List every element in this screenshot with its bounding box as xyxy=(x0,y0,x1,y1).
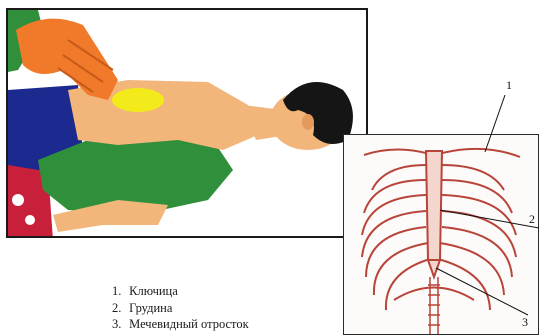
legend: 1. Ключица 2. Грудина 3. Мечевидный отро… xyxy=(112,283,249,333)
cpr-scene xyxy=(8,10,368,238)
rib-right-6 xyxy=(440,243,504,295)
mat-hole-1 xyxy=(12,194,24,206)
legend-item-sternum: 2. Грудина xyxy=(112,300,249,317)
rib-left-1 xyxy=(372,165,426,190)
legend-item-xiphoid: 3. Мечевидный отросток xyxy=(112,316,249,333)
callout-number-3: 3 xyxy=(522,315,528,330)
cpr-illustration xyxy=(6,8,368,238)
sternum xyxy=(426,151,442,260)
spine xyxy=(428,277,440,335)
rib-left-5 xyxy=(366,227,426,277)
legend-label: Мечевидный отросток xyxy=(129,317,249,331)
rib-left-7 xyxy=(386,259,430,310)
legend-number: 3. xyxy=(112,316,126,333)
rib-right-7 xyxy=(438,259,490,310)
rib-right-5 xyxy=(442,227,512,277)
patient-ear xyxy=(302,114,314,130)
legend-label: Ключица xyxy=(129,284,178,298)
hand-placement-area xyxy=(112,88,164,112)
left-clavicle xyxy=(364,149,426,155)
costal-arch xyxy=(394,288,474,301)
legend-item-clavicle: 1. Ключица xyxy=(112,283,249,300)
ribcage-illustration xyxy=(343,134,539,335)
callout-number-2: 2 xyxy=(529,212,535,227)
xiphoid-process xyxy=(428,260,440,277)
mat-hole-2 xyxy=(25,215,35,225)
rib-left-6 xyxy=(374,243,428,295)
legend-number: 1. xyxy=(112,283,126,300)
right-clavicle xyxy=(442,149,520,157)
legend-number: 2. xyxy=(112,300,126,317)
ribcage-drawing xyxy=(344,135,539,335)
legend-label: Грудина xyxy=(129,301,172,315)
callout-number-1: 1 xyxy=(506,78,512,93)
rib-right-1 xyxy=(442,165,504,190)
